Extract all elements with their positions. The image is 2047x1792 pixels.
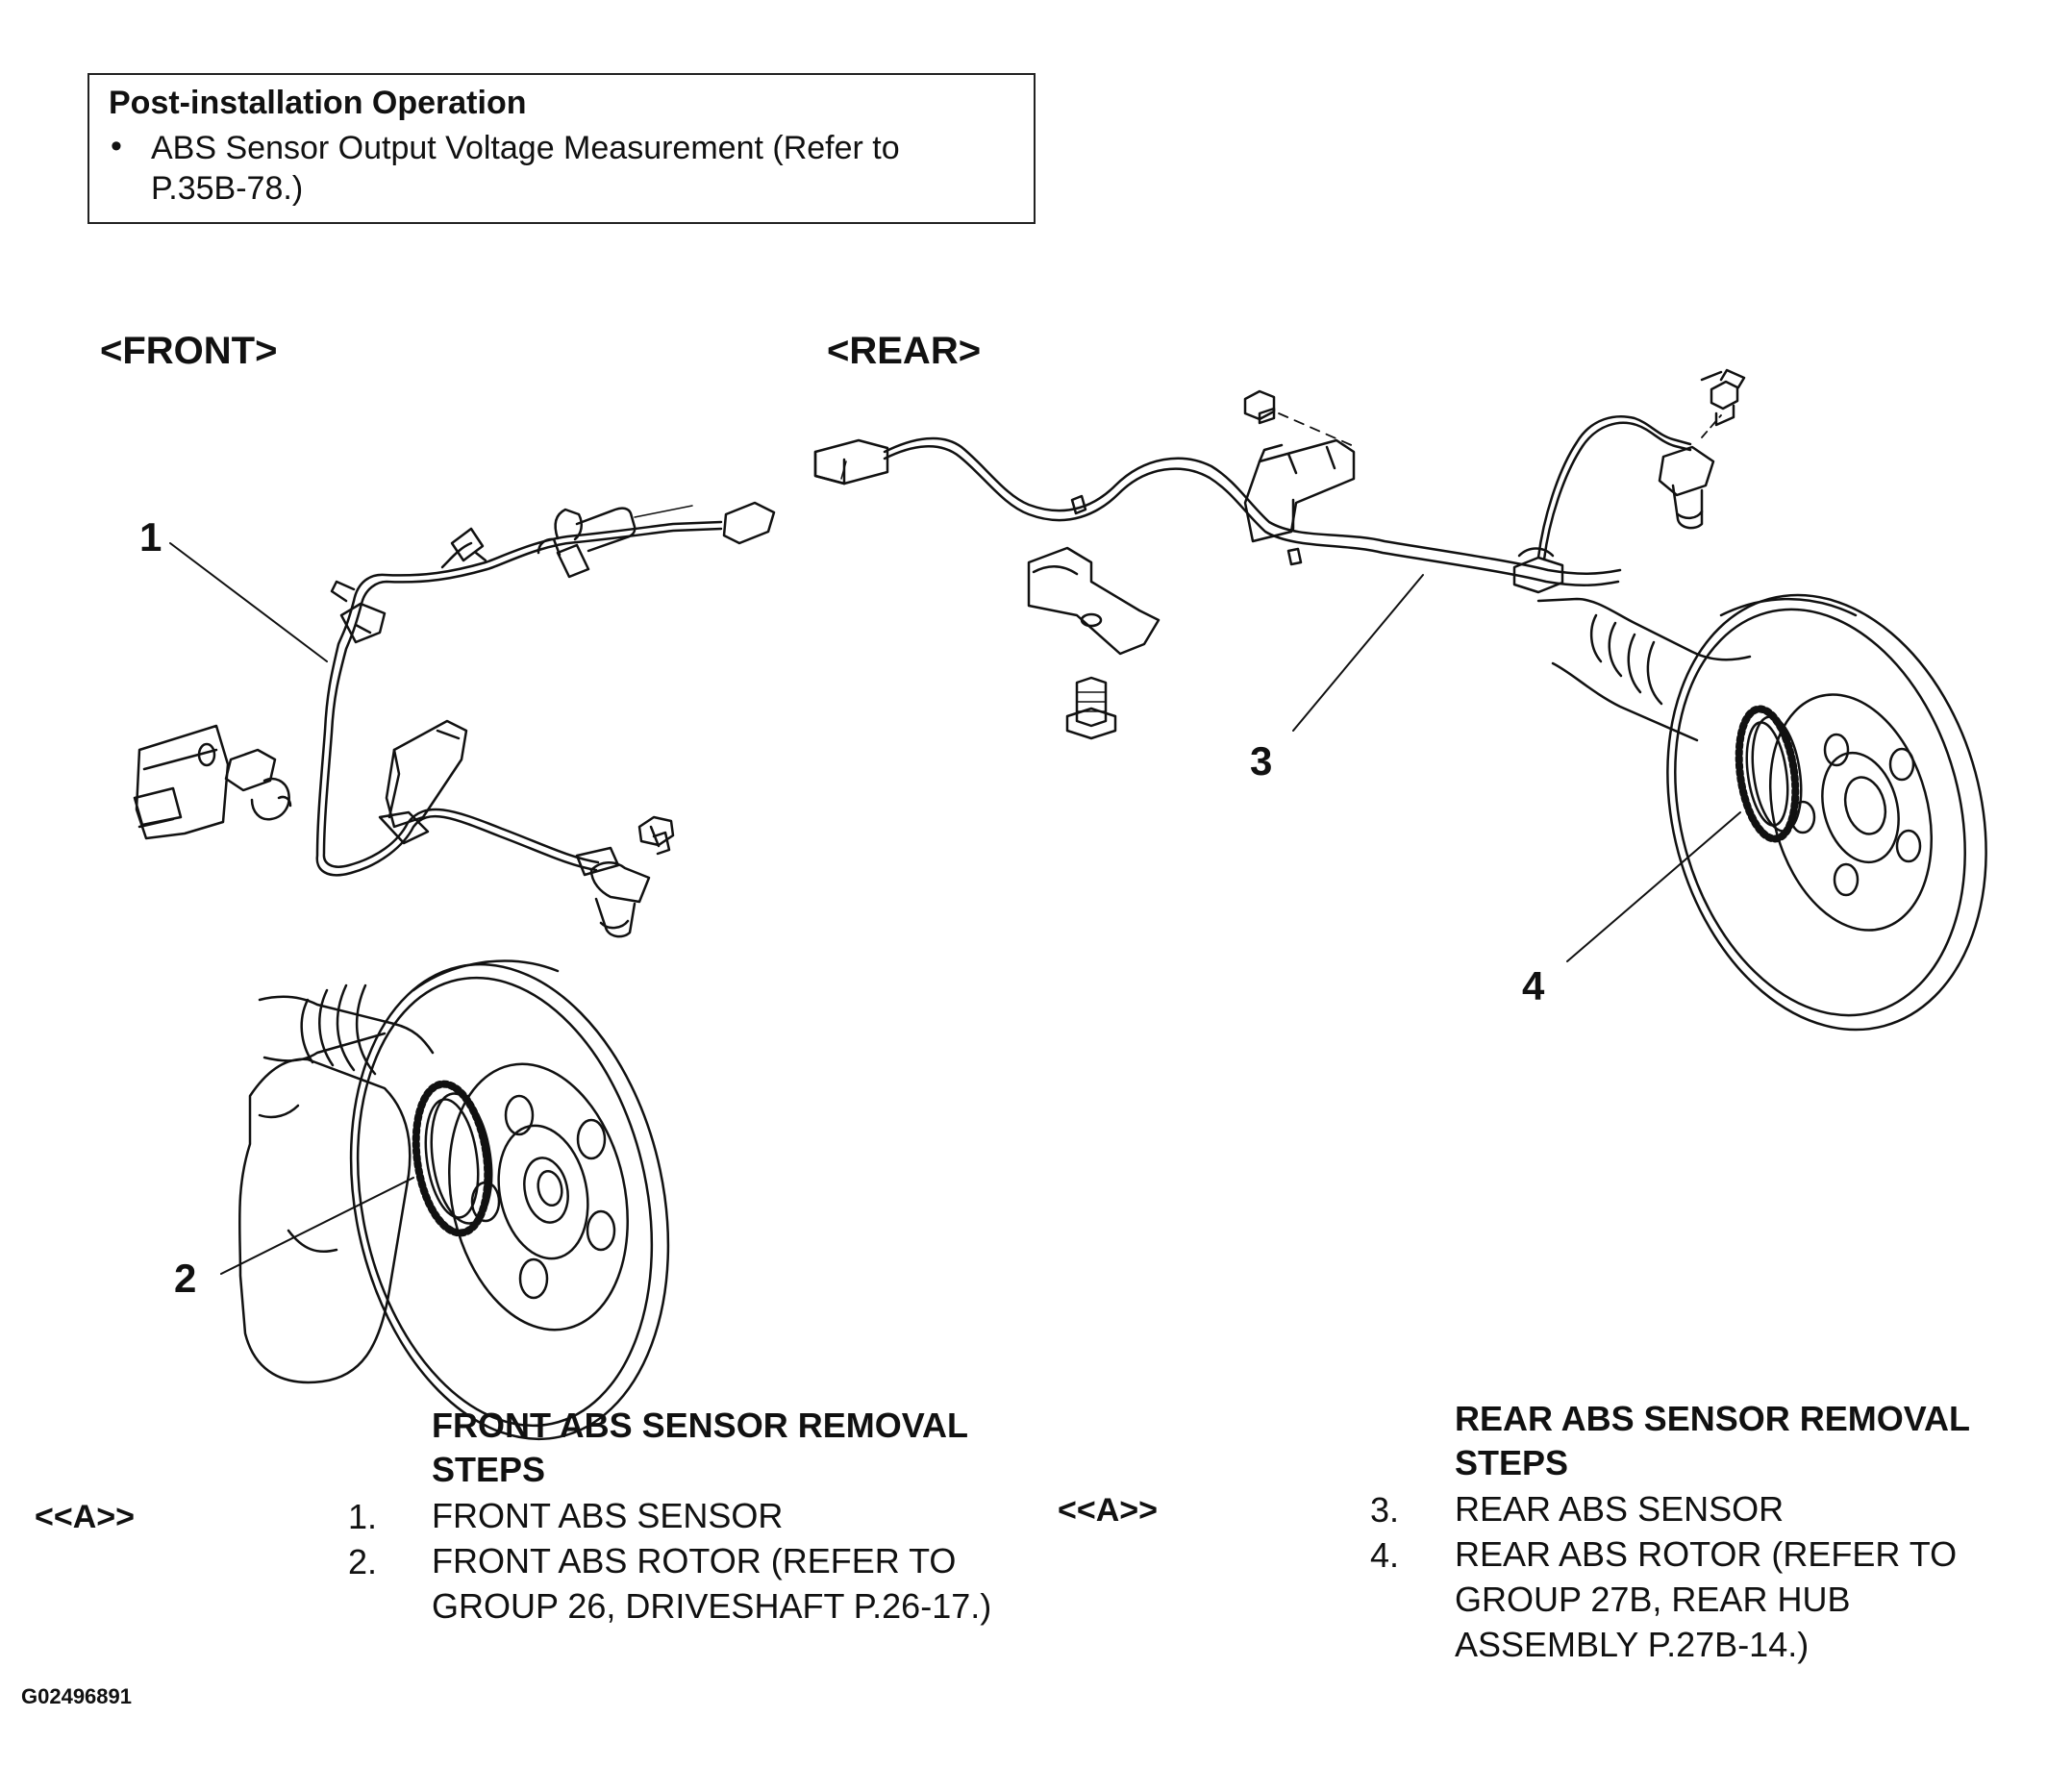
- front-step-number: 1.: [348, 1497, 378, 1536]
- front-abs-sensor-harness: [315, 501, 776, 938]
- rear-step-number: 4.: [1370, 1535, 1400, 1575]
- front-hub-assembly: [237, 959, 670, 1441]
- front-mounting-bracket: [133, 724, 292, 840]
- rear-step-text: REAR ABS ROTOR (REFER TO GROUP 27B, REAR…: [1455, 1534, 1958, 1664]
- callout-1: 1: [139, 514, 162, 560]
- callout-4: 4: [1522, 963, 1545, 1008]
- front-sensor-bolt: [637, 815, 675, 856]
- rear-hub-assembly: [1536, 593, 1987, 1032]
- rear-step-text: REAR ABS SENSOR: [1455, 1489, 1785, 1529]
- rear-lower-bracket: [1027, 546, 1161, 740]
- rear-upper-bracket: [1243, 389, 1357, 543]
- front-l-bracket: [378, 719, 468, 845]
- front-step-text: FRONT ABS SENSOR: [432, 1496, 784, 1535]
- post-installation-title: Post-installation Operation: [109, 85, 527, 121]
- callout-2: 2: [174, 1256, 197, 1301]
- front-step-text: FRONT ABS ROTOR (REFER TO GROUP 26, DRIV…: [432, 1541, 992, 1626]
- front-steps-code: <<A>>: [35, 1499, 135, 1535]
- bullet-marker: •: [111, 128, 122, 164]
- front-section-label: <FRONT>: [100, 330, 278, 372]
- leader-line-4: [1566, 811, 1741, 962]
- leader-line-2: [220, 1177, 414, 1275]
- rear-section-label: <REAR>: [827, 330, 982, 372]
- post-installation-box: Post-installation Operation • ABS Sensor…: [87, 73, 1036, 224]
- leader-line-1: [169, 542, 328, 662]
- rear-step-number: 3.: [1370, 1490, 1400, 1530]
- rear-abs-sensor-harness: [813, 368, 1746, 594]
- callout-3: 3: [1250, 738, 1273, 784]
- front-step-number: 2.: [348, 1542, 378, 1581]
- rear-steps-title: REAR ABS SENSOR REMOVAL STEPS: [1455, 1399, 1970, 1482]
- front-steps-title: FRONT ABS SENSOR REMOVAL STEPS: [432, 1406, 968, 1489]
- figure-id: G02496891: [21, 1684, 132, 1708]
- post-installation-item: ABS Sensor Output Voltage Measurement (R…: [151, 130, 900, 207]
- leader-line-3: [1292, 574, 1424, 732]
- rear-steps-code: <<A>>: [1058, 1492, 1158, 1529]
